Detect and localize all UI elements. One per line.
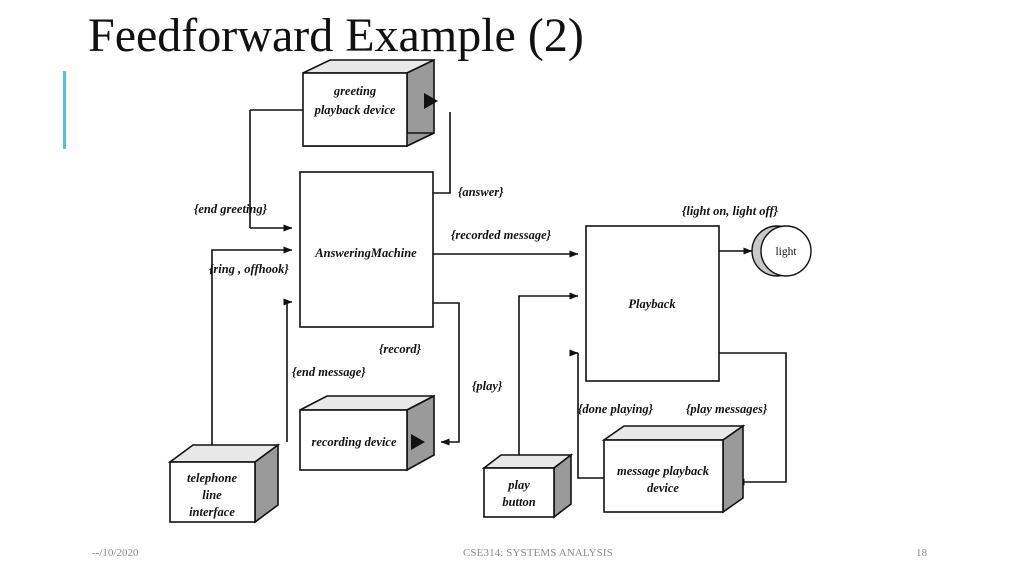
- play-button-label-1: play: [507, 478, 530, 492]
- play-button-label-2: button: [502, 495, 535, 509]
- playback-box: [585, 225, 720, 382]
- edge-label-light-on-off: {light on, light off}: [682, 204, 779, 218]
- answering-machine-label: AnsweringMachine: [314, 246, 417, 260]
- edge-label-play-messages: {play messages}: [686, 402, 768, 416]
- edge-label-record: {record}: [379, 342, 422, 356]
- node-light: light: [751, 225, 812, 277]
- accent-bar: [63, 71, 66, 149]
- edge-play: [518, 292, 579, 468]
- greeting-playback-device-label-1: greeting: [333, 84, 376, 98]
- message-playback-side: [722, 424, 744, 514]
- message-playback-top: [601, 425, 746, 441]
- footer-date: --/10/2020: [92, 547, 139, 559]
- message-playback-device-label-2: device: [647, 481, 679, 495]
- message-playback-face: [603, 439, 724, 513]
- light-circle: [760, 225, 812, 277]
- recording-device-label: recording device: [311, 435, 396, 449]
- greeting-box-face: [302, 72, 408, 147]
- footer-course: CSE314: SYSTEMS ANALYSIS: [463, 547, 613, 559]
- edge-record: [433, 302, 460, 446]
- edge-done-playing-path: [577, 353, 604, 479]
- greeting-playback-device-label-2: playback device: [314, 103, 396, 117]
- telephone-box-face: [169, 461, 256, 523]
- edge-ring-offhook: [211, 246, 293, 462]
- node-answering-machine: AnsweringMachine: [299, 171, 434, 328]
- recording-box-side: [406, 394, 435, 472]
- playback-label: Playback: [628, 297, 676, 311]
- message-playback-device-label-1: message playback: [617, 464, 710, 478]
- answering-machine-box: [299, 171, 434, 328]
- edge-label-recorded-message: {recorded message}: [451, 228, 552, 242]
- node-play-button: play button: [481, 453, 574, 519]
- light-label: light: [775, 246, 797, 258]
- edge-label-answer: {answer}: [458, 185, 504, 199]
- telephone-line-interface-label-2: line: [202, 488, 222, 502]
- greeting-inbound-arrowhead: [424, 93, 438, 109]
- recording-box-face: [299, 409, 408, 471]
- telephone-line-interface-label-1: telephone: [187, 471, 237, 485]
- footer-page-number: 18: [916, 547, 927, 559]
- node-playback: Playback: [585, 225, 720, 382]
- node-recording-device: recording device: [299, 394, 435, 472]
- edge-label-group: {end greeting} {ring , offhook} {answer}…: [194, 185, 779, 416]
- play-button-face: [483, 467, 555, 518]
- recording-inbound-arrowhead: [411, 434, 425, 450]
- edge-answer: [433, 112, 451, 194]
- telephone-line-interface-label-3: interface: [189, 505, 235, 519]
- edge-label-play: {play}: [472, 379, 503, 393]
- node-message-playback-device: message playback device: [601, 424, 746, 514]
- connector-group: [211, 109, 787, 486]
- page-title: Feedforward Example (2): [88, 9, 584, 62]
- edge-end-message: [283, 298, 293, 442]
- edge-label-ring-offhook: {ring , offhook}: [209, 262, 289, 276]
- edge-label-end-message: {end message}: [292, 365, 366, 379]
- edge-label-done-playing: {done playing}: [578, 402, 654, 416]
- node-greeting-playback-device: greeting playback device: [302, 58, 438, 148]
- edge-play-messages: [719, 352, 787, 486]
- node-telephone-line-interface: telephone line interface: [167, 443, 281, 524]
- edge-label-end-greeting: {end greeting}: [194, 202, 268, 216]
